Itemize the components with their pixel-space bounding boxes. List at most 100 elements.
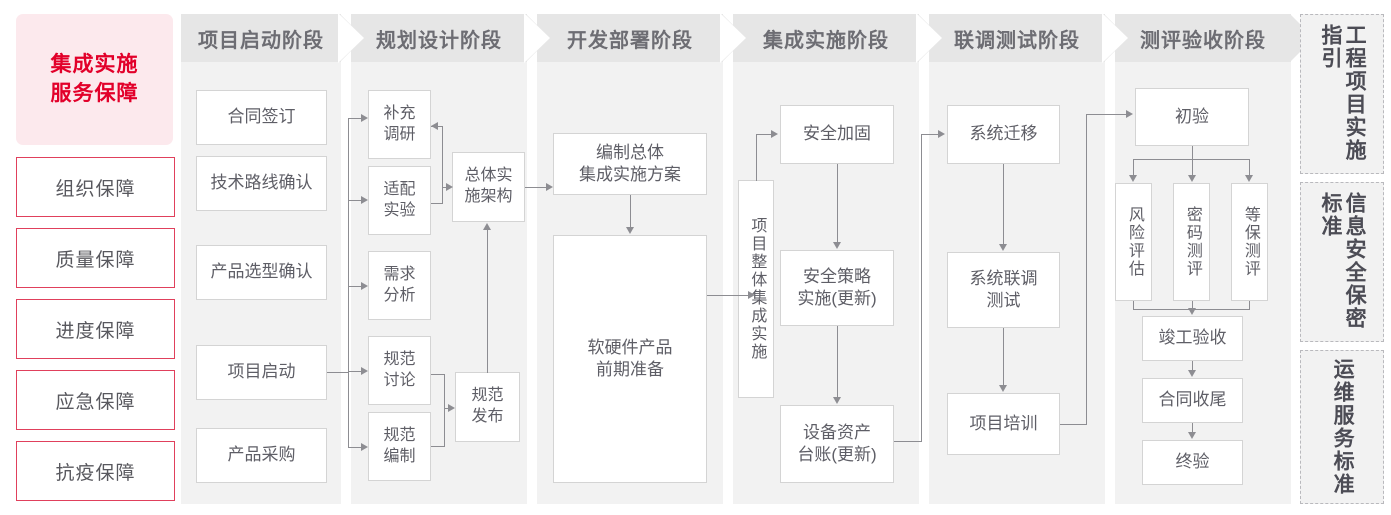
phase-title-acceptance: 测评验收阶段: [1140, 29, 1266, 52]
node-system-joint-debug-test[interactable]: 系统联调 测试: [947, 252, 1060, 328]
arrowhead-to-requirement: [361, 282, 368, 290]
phase-title-startup: 项目启动阶段: [198, 29, 324, 52]
chevron-notch: [524, 13, 550, 63]
connector-fanin-mid: [1192, 301, 1194, 310]
connector-completion-to-closure: [1192, 361, 1194, 371]
connector-merge-vertical-upper: [442, 126, 444, 204]
connector-discussion-out: [431, 374, 445, 376]
hero-card: 集成实施 服务保障: [16, 14, 173, 145]
node-compile-overall-integration-plan[interactable]: 编制总体 集成实施方案: [553, 133, 707, 195]
connector-to-preliminary: [1086, 114, 1127, 116]
node-overall-implementation-architecture[interactable]: 总体实 施架构: [452, 152, 525, 222]
arrowhead-to-integration: [748, 291, 755, 299]
connector-policy-to-ledger: [837, 326, 839, 398]
connector-merge-vertical-lower: [444, 374, 446, 447]
node-project-training[interactable]: 项目培训: [947, 393, 1060, 455]
node-product-procurement[interactable]: 产品采购: [196, 428, 327, 483]
node-preliminary-acceptance[interactable]: 初验: [1135, 88, 1249, 146]
connector-plan-to-preparation: [630, 195, 632, 228]
node-standard-discussion[interactable]: 规范 讨论: [368, 336, 431, 405]
phase-header-acceptance[interactable]: 测评验收阶段: [1102, 13, 1314, 63]
arrowhead-to-discussion: [361, 367, 368, 375]
node-contract-signing[interactable]: 合同签订: [196, 90, 327, 145]
guarantee-item-quality[interactable]: 质量保障: [16, 228, 175, 288]
node-requirement-analysis[interactable]: 需求 分析: [368, 251, 431, 320]
node-risk-assessment[interactable]: 风险评估: [1115, 183, 1152, 301]
connector-kickoff-to-spine: [327, 372, 349, 374]
connector-fanin-left: [1133, 301, 1135, 310]
connector-release-up-to-architecture: [487, 230, 489, 373]
arrowhead-to-training: [999, 385, 1007, 392]
connector-spine-to-discussion: [348, 371, 361, 373]
guarantee-panel: 集成实施 服务保障 组织保障 质量保障 进度保障 应急保障 抗疫保障: [16, 14, 175, 504]
arrowhead-up-to-architecture: [483, 223, 491, 230]
node-project-overall-integration[interactable]: 项目整体集成实施: [738, 180, 774, 398]
connector-spine-to-research: [348, 118, 361, 120]
node-tech-route-confirm[interactable]: 技术路线确认: [196, 156, 327, 211]
standard-label-engineering-guideline: 工程项目实施指引: [1319, 24, 1367, 162]
arrowhead-to-migration: [938, 130, 945, 138]
arrowhead-to-plan: [546, 183, 553, 191]
arrowhead-to-policy: [833, 242, 841, 249]
connector-ledger-up: [921, 134, 923, 442]
standard-box-security-confidentiality[interactable]: 信息安全保密标准: [1300, 182, 1384, 342]
connector-joint-test-to-training: [1003, 328, 1005, 386]
node-contract-closure[interactable]: 合同收尾: [1142, 378, 1243, 423]
node-standard-release[interactable]: 规范 发布: [455, 372, 520, 442]
connector-adaptation-out: [431, 203, 443, 205]
connector-preparation-to-integration: [707, 295, 749, 297]
connector-fanin-right: [1249, 301, 1251, 310]
phase-header-planning[interactable]: 规划设计阶段: [338, 13, 550, 63]
node-equipment-asset-ledger[interactable]: 设备资产 台账(更新): [780, 405, 894, 483]
arrowhead-to-preliminary: [1126, 110, 1133, 118]
connector-fanout-mid: [1192, 159, 1194, 176]
hero-line-2: 服务保障: [50, 81, 139, 105]
arrowhead-to-risk: [1129, 175, 1137, 182]
connector-merge-to-release: [444, 408, 451, 410]
guarantee-item-emergency[interactable]: 应急保障: [16, 370, 175, 430]
standard-label-security-confidentiality: 信息安全保密标准: [1319, 192, 1367, 330]
node-adaptation-experiment[interactable]: 适配 实验: [368, 166, 431, 235]
arrowhead-back-to-research: [431, 122, 438, 130]
node-product-selection-confirm[interactable]: 产品选型确认: [196, 245, 327, 300]
connector-merge-to-architecture: [442, 187, 449, 189]
phase-header-startup[interactable]: 项目启动阶段: [181, 14, 364, 62]
node-security-policy-implementation[interactable]: 安全策略 实施(更新): [780, 250, 894, 326]
phase-header-integration[interactable]: 集成实施阶段: [720, 13, 942, 63]
phase-header-testing[interactable]: 联调测试阶段: [916, 13, 1128, 63]
node-standard-drafting[interactable]: 规范 编制: [368, 412, 431, 481]
phase-header-develop[interactable]: 开发部署阶段: [524, 13, 746, 63]
connector-fanout-right: [1249, 159, 1251, 176]
arrowhead-to-completion: [1188, 308, 1196, 315]
phase-title-testing: 联调测试阶段: [954, 29, 1080, 52]
node-supplementary-research[interactable]: 补充 调研: [368, 90, 431, 159]
node-completion-acceptance[interactable]: 竣工验收: [1142, 316, 1243, 361]
node-classified-protection-evaluation[interactable]: 等保测评: [1231, 183, 1268, 301]
node-security-hardening[interactable]: 安全加固: [780, 105, 894, 164]
arrowhead-to-release: [448, 404, 455, 412]
node-final-acceptance[interactable]: 终验: [1142, 440, 1243, 485]
connector-fanout-left: [1133, 159, 1135, 176]
node-hw-sw-product-preparation[interactable]: 软硬件产品 前期准备: [553, 235, 707, 483]
node-cryptography-evaluation[interactable]: 密码测评: [1173, 183, 1210, 301]
phase-title-planning: 规划设计阶段: [376, 29, 502, 52]
arrowhead-to-final: [1188, 432, 1196, 439]
connector-training-right: [1060, 424, 1087, 426]
guarantee-item-organization[interactable]: 组织保障: [16, 157, 175, 217]
connector-preliminary-down: [1192, 146, 1194, 160]
arrowhead-to-adaptation: [361, 196, 368, 204]
standard-label-ops-service: 运维服务标准: [1331, 358, 1355, 496]
arrowhead-to-protection: [1245, 175, 1253, 182]
connector-startup-spine: [348, 118, 350, 448]
guarantee-item-schedule[interactable]: 进度保障: [16, 299, 175, 359]
standard-box-ops-service[interactable]: 运维服务标准: [1300, 350, 1384, 504]
node-system-migration[interactable]: 系统迁移: [947, 105, 1060, 164]
connector-spine-to-adaptation: [348, 200, 361, 202]
standard-box-engineering-guideline[interactable]: 工程项目实施指引: [1300, 14, 1384, 174]
connector-drafting-out: [431, 446, 445, 448]
chevron-notch: [1102, 13, 1128, 63]
connector-integration-to-hardening: [756, 134, 772, 136]
connector-ledger-right: [894, 441, 922, 443]
guarantee-item-epidemic[interactable]: 抗疫保障: [16, 441, 175, 501]
node-project-kickoff[interactable]: 项目启动: [196, 345, 327, 400]
